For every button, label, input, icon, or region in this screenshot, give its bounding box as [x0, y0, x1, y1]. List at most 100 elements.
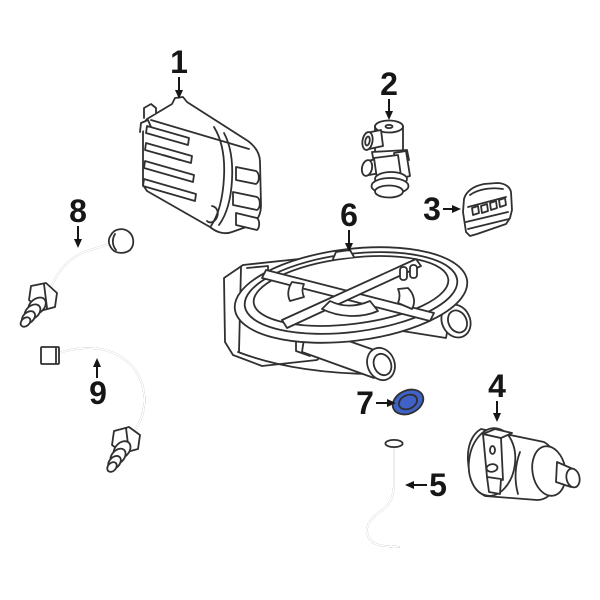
arrow-head — [93, 358, 101, 367]
sensor9-cable-fill — [58, 347, 146, 436]
pump-body-line — [514, 451, 521, 495]
sensor9-connector — [40, 346, 60, 365]
part-5-hose[interactable] — [366, 438, 404, 548]
callout-7-arrow — [376, 399, 396, 407]
canister-body — [142, 96, 262, 235]
pump-bracket-hole — [489, 445, 496, 455]
callout-3[interactable]: 3 — [423, 191, 461, 227]
arrow-head — [405, 481, 414, 489]
canister-port — [232, 191, 261, 211]
sensor8-cable — [45, 240, 118, 297]
valve-base-disc — [374, 184, 404, 199]
canister-face-edge — [218, 132, 234, 226]
valve-lower-port-cap — [360, 159, 374, 177]
o-ring-inner — [398, 393, 418, 411]
callout-7[interactable]: 7 — [356, 385, 396, 421]
callout-4-arrow — [493, 401, 501, 422]
pump-bracket-slot — [485, 463, 499, 473]
callout-9-arrow — [93, 358, 101, 378]
pump-bracket-plate — [482, 433, 504, 481]
callout-5-number[interactable]: 5 — [429, 467, 447, 503]
valve-left-port-hole — [364, 135, 371, 147]
plenum-spoke — [281, 258, 422, 329]
callout-6-arrow — [345, 230, 353, 252]
part-2-valve[interactable] — [360, 119, 411, 199]
sensor-block-tooth — [498, 197, 507, 208]
callout-6[interactable]: 6 — [340, 197, 358, 252]
pump-nipple-cap — [565, 467, 581, 489]
callout-4-number[interactable]: 4 — [488, 368, 506, 404]
part-1-canister[interactable] — [139, 96, 262, 235]
callout-5[interactable]: 5 — [405, 467, 447, 503]
callout-6-number[interactable]: 6 — [340, 197, 358, 233]
hose-open-end — [384, 438, 404, 448]
canister-tab — [139, 119, 152, 133]
pump-bracket-tab — [486, 476, 502, 495]
part-9-oxygen-sensor[interactable] — [40, 346, 146, 474]
canister-notch — [206, 205, 219, 224]
sensor-block-tooth — [480, 203, 489, 214]
sensor-block-band — [467, 196, 507, 208]
callout-8-arrow — [74, 226, 82, 248]
callout-2[interactable]: 2 — [380, 66, 398, 120]
callout-9[interactable]: 9 — [89, 358, 107, 411]
sensor8-connector-line — [111, 233, 117, 251]
manifold-right-tube-bore — [447, 309, 468, 334]
canister-rib — [142, 178, 197, 202]
part-4-pump[interactable] — [464, 425, 581, 501]
callout-1-number[interactable]: 1 — [170, 44, 188, 80]
canister-tab — [143, 103, 157, 119]
plenum-bump — [332, 249, 355, 260]
callout-2-arrow — [385, 99, 393, 120]
arrow-head — [452, 205, 461, 213]
hose-fill — [366, 443, 400, 548]
callout-1-arrow — [175, 77, 183, 99]
part-7-o-ring-seal[interactable] — [389, 385, 428, 419]
sensor-block-lip — [465, 211, 509, 223]
canister-rib-detail — [162, 154, 181, 161]
callout-3-number[interactable]: 3 — [423, 191, 441, 227]
sensor-block-top-line — [469, 187, 504, 196]
callout-2-number[interactable]: 2 — [380, 66, 398, 102]
callout-1[interactable]: 1 — [170, 44, 188, 99]
sensor-block-lip — [467, 218, 510, 230]
part-3-sensor-block[interactable] — [462, 182, 513, 237]
plenum-wedge — [397, 287, 415, 310]
plenum-wedge — [321, 300, 379, 317]
manifold-bottom-tube-bore — [372, 352, 393, 377]
valve-left-port-cap — [361, 131, 374, 151]
arrow-head — [385, 111, 393, 120]
canister-rib — [144, 142, 193, 164]
sensor-block-tooth — [489, 200, 498, 211]
canister-rib — [143, 160, 195, 183]
sensor8-thread-tip — [19, 316, 32, 328]
canister-top-edge — [150, 119, 250, 150]
sensor-block-tooth — [471, 205, 480, 216]
sensor9-thread-tip — [106, 461, 118, 473]
valve-top-hole — [384, 124, 394, 130]
callout-8-number[interactable]: 8 — [69, 193, 87, 229]
pump-bracket-flange — [482, 428, 513, 439]
callout-5-arrow — [405, 481, 427, 489]
plenum-rim-inner — [252, 255, 450, 327]
plenum-post — [399, 266, 408, 281]
callout-4[interactable]: 4 — [488, 368, 506, 422]
callout-7-number[interactable]: 7 — [356, 385, 374, 421]
arrow-head — [175, 90, 183, 99]
arrow-head — [493, 413, 501, 422]
canister-rib — [145, 125, 190, 146]
part-6-manifold-assembly[interactable] — [223, 235, 476, 384]
arrow-head — [74, 239, 82, 248]
manifold-bottom-tube-end — [366, 346, 396, 382]
arrow-head — [345, 243, 353, 252]
canister-port — [235, 212, 261, 231]
plenum-post — [409, 264, 418, 279]
callout-9-number[interactable]: 9 — [89, 375, 107, 411]
plenum-wedge — [287, 281, 305, 302]
callout-3-arrow — [443, 205, 461, 213]
valve-cylinder-top — [374, 119, 404, 134]
part-8-oxygen-sensor[interactable] — [19, 228, 135, 328]
callout-8[interactable]: 8 — [69, 193, 87, 248]
